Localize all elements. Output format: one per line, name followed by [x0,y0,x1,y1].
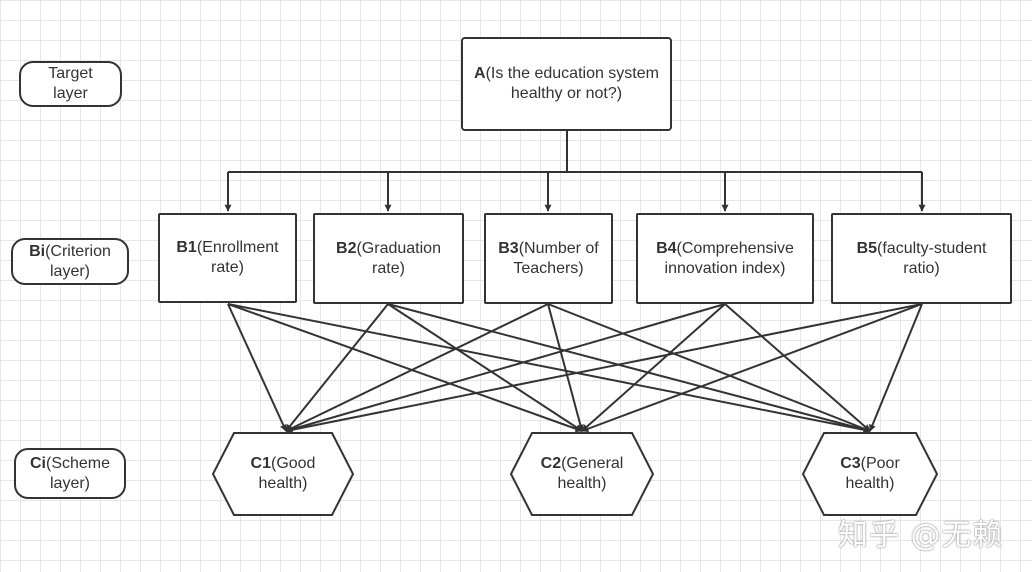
scheme-label: (Poor health) [845,455,900,492]
criterion-label: (Comprehensive innovation index) [664,239,794,277]
criterion-layer-label: Bi(Criterion layer) [11,238,129,285]
scheme-node-c2: C2(General health) [510,432,654,516]
goal-label: (Is the education system healthy or not?… [485,65,659,102]
criterion-code: B2 [336,239,357,257]
scheme-label: (General health) [557,455,624,492]
b3-to-c3-arrow [547,303,871,432]
criterion-label: (Number of Teachers) [513,239,599,277]
b2-to-c1-arrow [285,303,389,432]
criterion-node-b2: B2(Graduation rate) [313,213,464,304]
target-layer-label: Target layer [19,61,122,107]
scheme-layer-text: (Scheme layer) [45,454,111,492]
hexagon-shape [212,432,354,516]
scheme-layer-code: Ci [29,454,46,472]
scheme-node-c1: C1(Good health) [212,432,354,516]
scheme-layer-label: Ci(Scheme layer) [14,448,126,499]
criterion-node-b1: B1(Enrollment rate) [158,213,297,303]
criterion-node-b4: B4(Comprehensive innovation index) [636,213,814,304]
b2-to-c2-arrow [387,303,583,432]
criterion-code: B4 [656,239,677,257]
target-layer-text: Target layer [48,65,93,102]
hexagon-shape [802,432,938,516]
scheme-node-c3: C3(Poor health) [802,432,938,516]
goal-node: A(Is the education system healthy or not… [461,37,672,131]
b4-to-c2-arrow [581,303,726,432]
criterion-node-b5: B5(faculty-student ratio) [831,213,1012,304]
b1-to-c3-arrow [227,303,871,434]
criterion-node-b3: B3(Number of Teachers) [484,213,613,304]
b5-to-c3-arrow [869,303,923,432]
criterion-label: (Enrollment rate) [196,239,279,276]
scheme-code: C3 [840,455,861,472]
scheme-code: C1 [250,455,271,472]
b5-to-c2-arrow [581,303,923,433]
b3-to-c1-arrow [285,303,549,432]
b1-to-c1-arrow [227,303,287,432]
b1-to-c2-arrow [227,303,583,433]
b4-to-c3-arrow [724,303,871,432]
hexagon-shape [510,432,654,516]
b2-to-c3-arrow [387,303,871,433]
criterion-code: B5 [856,239,878,257]
goal-code: A [474,65,486,82]
scheme-code: C2 [540,455,562,472]
criterion-code: B3 [498,239,519,257]
criterion-label: (Graduation rate) [356,239,441,277]
b5-to-c1-arrow [285,303,923,434]
watermark-logo: 知乎 @无赖 [838,518,1004,553]
criterion-layer-text: (Criterion layer) [45,242,111,280]
scheme-label: (Good health) [258,455,316,492]
criterion-layer-code: Bi [29,242,46,260]
b4-to-c1-arrow [285,303,726,433]
b3-to-c2-arrow [547,303,584,432]
criterion-code: B1 [176,239,197,256]
criterion-label: (faculty-student ratio) [877,239,987,277]
